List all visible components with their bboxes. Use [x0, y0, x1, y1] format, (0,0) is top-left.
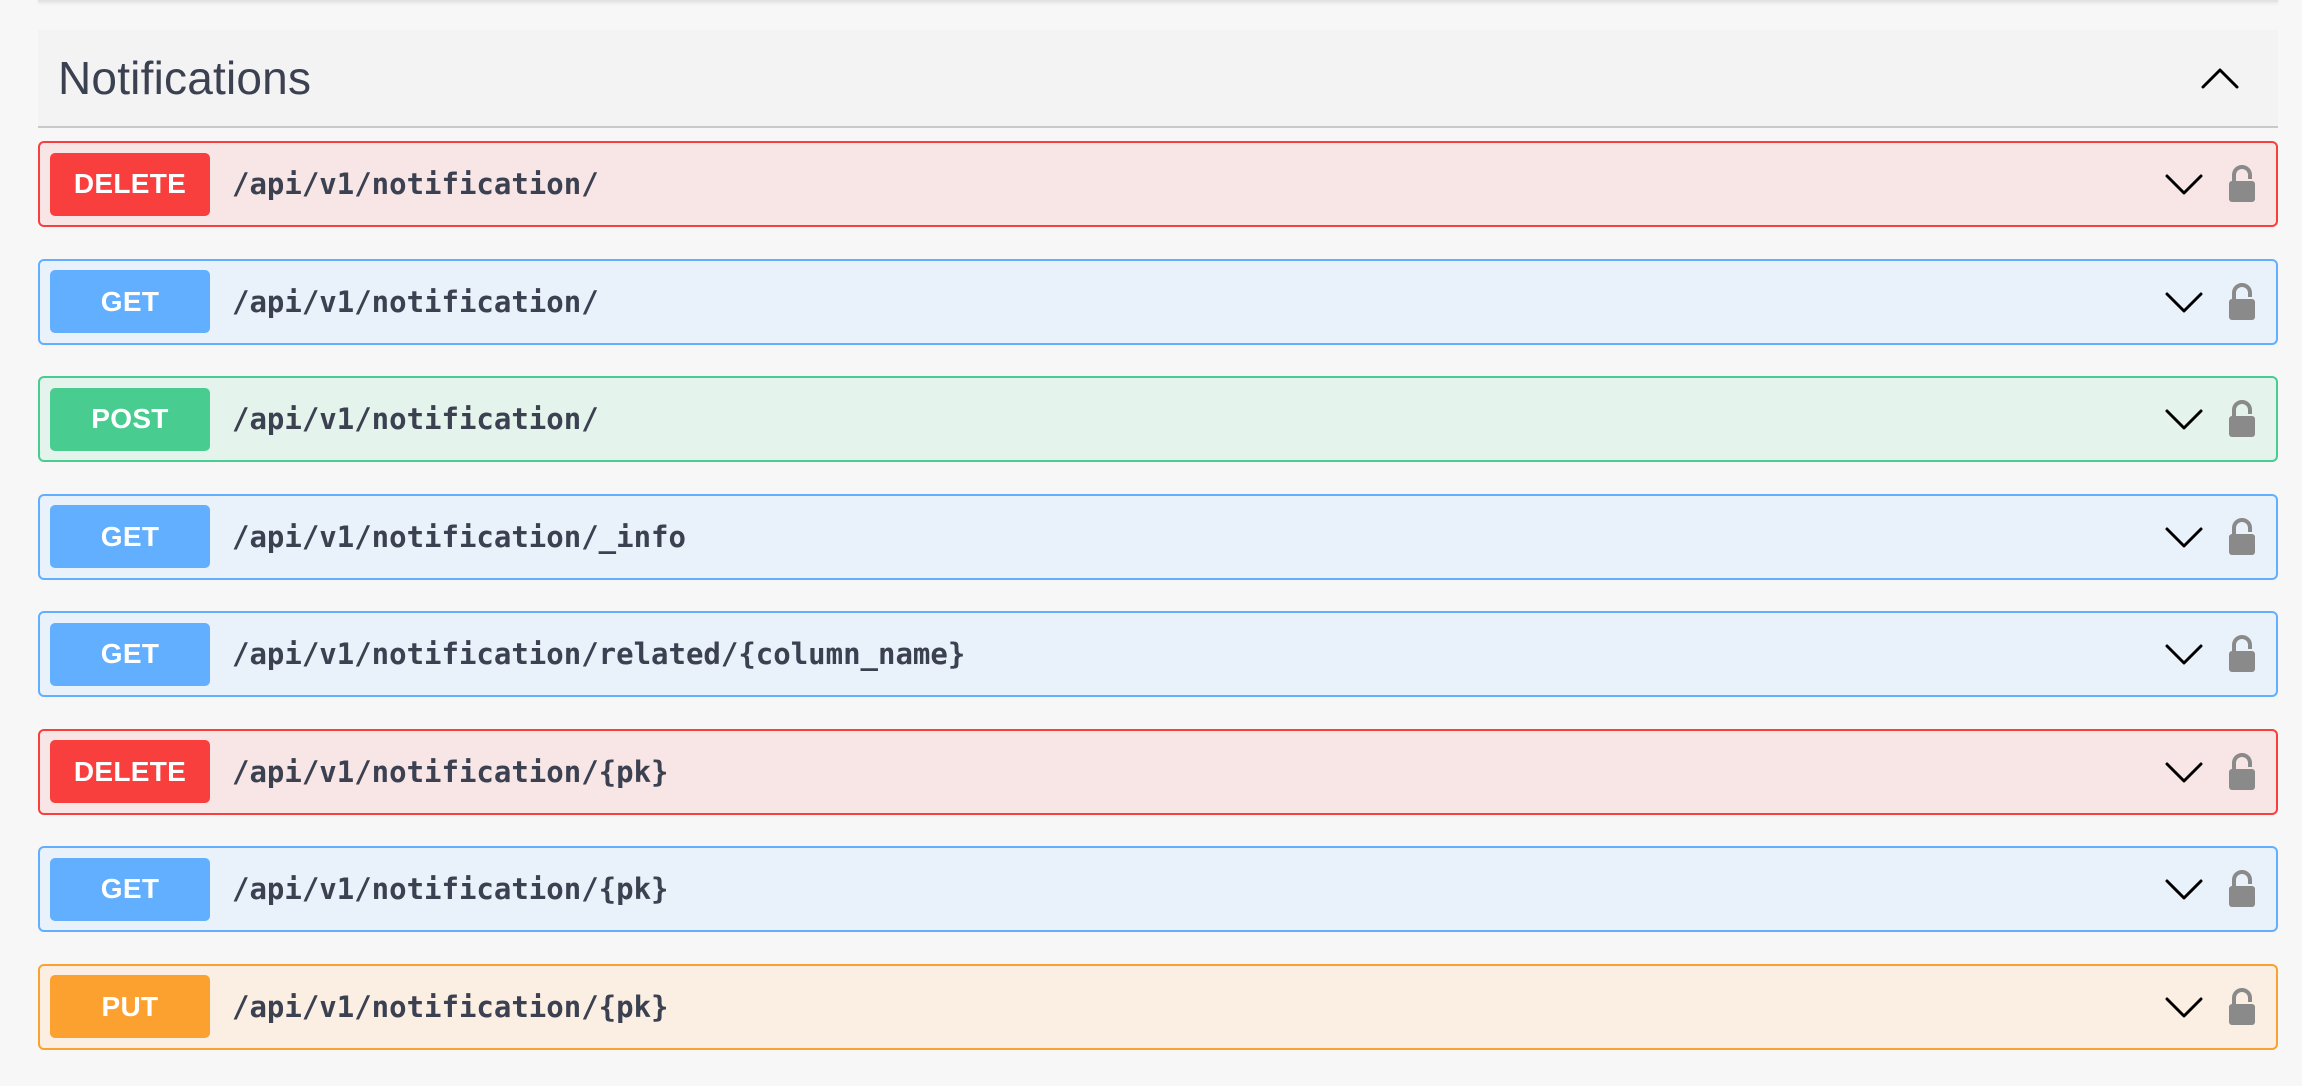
- operation-row[interactable]: DELETE /api/v1/notification/: [38, 141, 2278, 227]
- lock-icon[interactable]: [2222, 864, 2262, 914]
- chevron-down-icon[interactable]: [2162, 985, 2206, 1029]
- lock-icon[interactable]: [2222, 982, 2262, 1032]
- operations-list: DELETE /api/v1/notification/ GET /api/v1…: [38, 141, 2278, 1081]
- previous-section-divider: [38, 0, 2278, 2]
- lock-icon[interactable]: [2222, 277, 2262, 327]
- operation-path: /api/v1/notification/related/{column_nam…: [232, 637, 966, 671]
- operation-path: /api/v1/notification/{pk}: [232, 989, 669, 1024]
- operation-row[interactable]: GET /api/v1/notification/: [38, 258, 2278, 345]
- operation-path: /api/v1/notification/: [232, 284, 599, 319]
- chevron-down-icon[interactable]: [2162, 280, 2206, 324]
- method-badge: GET: [50, 270, 210, 333]
- operation-row[interactable]: DELETE /api/v1/notification/{pk}: [38, 728, 2278, 815]
- method-badge: PUT: [50, 975, 210, 1038]
- operation-path: /api/v1/notification/{pk}: [232, 754, 669, 789]
- operation-path: /api/v1/notification/: [232, 167, 599, 201]
- lock-icon[interactable]: [2222, 159, 2262, 209]
- lock-icon[interactable]: [2222, 747, 2262, 797]
- operation-path: /api/v1/notification/{pk}: [232, 872, 669, 906]
- operation-row[interactable]: GET /api/v1/notification/_info: [38, 493, 2278, 580]
- operation-row[interactable]: GET /api/v1/notification/related/{column…: [38, 611, 2278, 697]
- operation-path: /api/v1/notification/: [232, 402, 599, 436]
- lock-icon[interactable]: [2222, 512, 2262, 562]
- operation-row[interactable]: POST /api/v1/notification/: [38, 376, 2278, 462]
- lock-icon[interactable]: [2222, 629, 2262, 679]
- operation-row[interactable]: GET /api/v1/notification/{pk}: [38, 846, 2278, 932]
- operation-row[interactable]: PUT /api/v1/notification/{pk}: [38, 963, 2278, 1050]
- method-badge: GET: [50, 505, 210, 568]
- method-badge: POST: [50, 387, 210, 451]
- chevron-down-icon[interactable]: [2162, 750, 2206, 794]
- method-badge: DELETE: [50, 740, 210, 803]
- section-header-notifications[interactable]: Notifications: [38, 30, 2278, 128]
- section-title: Notifications: [58, 52, 312, 104]
- chevron-down-icon[interactable]: [2162, 162, 2206, 206]
- method-badge: GET: [50, 857, 210, 921]
- chevron-down-icon[interactable]: [2162, 867, 2206, 911]
- method-badge: GET: [50, 622, 210, 686]
- chevron-down-icon[interactable]: [2162, 515, 2206, 559]
- chevron-up-icon[interactable]: [2190, 48, 2250, 108]
- notifications-section: Notifications: [38, 30, 2278, 128]
- operation-path: /api/v1/notification/_info: [232, 519, 686, 554]
- lock-icon[interactable]: [2222, 394, 2262, 444]
- chevron-down-icon[interactable]: [2162, 397, 2206, 441]
- chevron-down-icon[interactable]: [2162, 632, 2206, 676]
- method-badge: DELETE: [50, 152, 210, 216]
